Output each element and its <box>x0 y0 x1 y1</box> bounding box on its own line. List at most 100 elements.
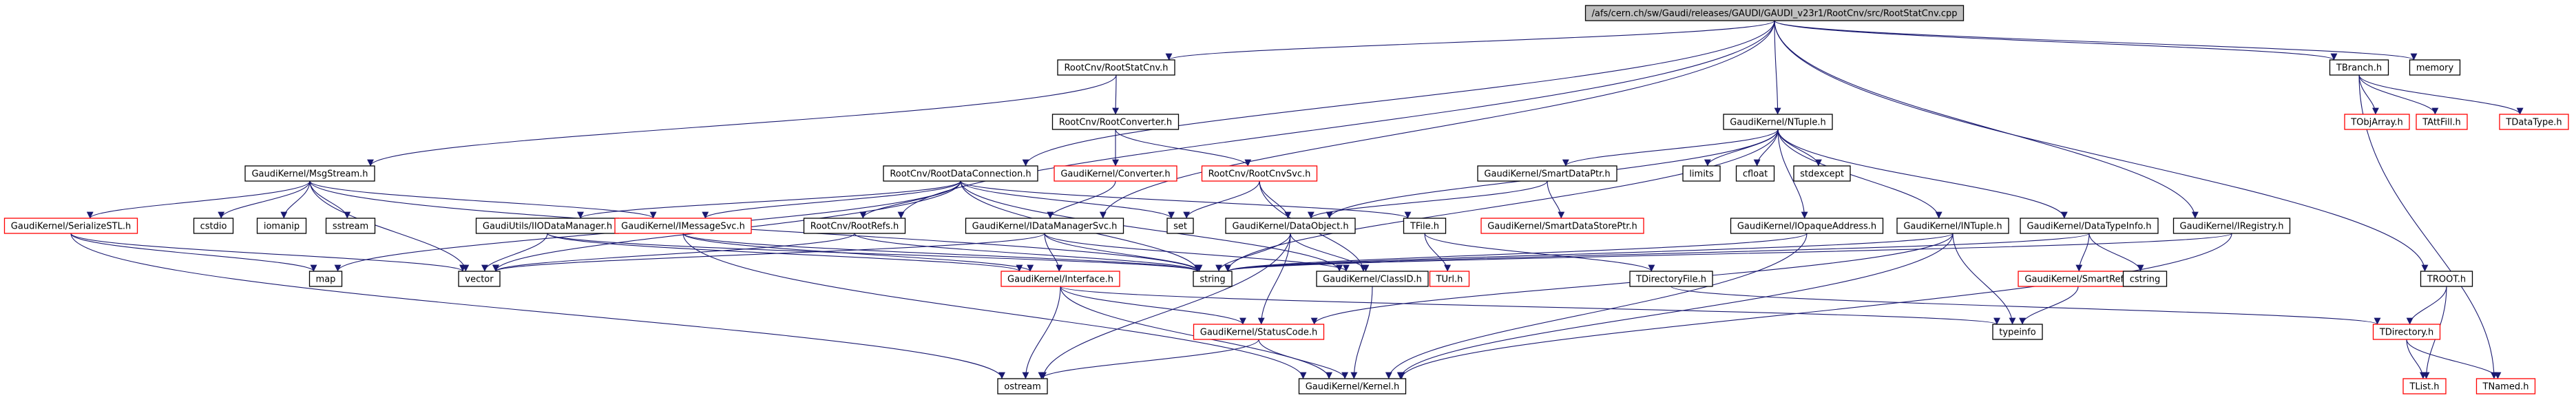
edge-smartdataptr-to-dataobject <box>1308 180 1548 219</box>
edge-smartref-to-typeinfo <box>2019 286 2079 325</box>
node-box <box>1730 218 1884 234</box>
edge-interface-to-typeinfo <box>1060 286 2000 325</box>
node-box <box>308 271 343 287</box>
edge-serializestl-to-vector <box>70 233 466 272</box>
graph-node-smartdatastoreptr: GaudiKernel/SmartDataStorePtr.h <box>1480 218 1644 234</box>
graph-node-iiodatamgr[interactable]: GaudiUtils/IIODataManager.h <box>475 218 620 234</box>
node-label: GaudiUtils/IIODataManager.h <box>483 222 612 232</box>
graph-node-tfile[interactable]: TFile.h <box>1403 218 1447 234</box>
edge-tdirfile-to-tdirectory <box>1671 286 2380 325</box>
graph-node-ntuple[interactable]: GaudiKernel/NTuple.h <box>1723 114 1833 130</box>
graph-node-troot[interactable]: TROOT.h <box>2420 271 2473 287</box>
edge-intuple-to-typeinfo <box>1952 233 2016 325</box>
node-box <box>1477 165 1617 182</box>
graph-node-rootstatcnv-h[interactable]: RootCnv/RootStatCnv.h <box>1057 59 1175 76</box>
graph-node-iregistry[interactable]: GaudiKernel/IRegistry.h <box>2172 218 2291 234</box>
node-label: GaudiKernel/DataObject.h <box>1232 222 1348 232</box>
edge-msgstream-to-imessagesvc <box>309 180 657 219</box>
graph-node-ostream[interactable]: ostream <box>997 378 1048 394</box>
node-box <box>1054 165 1177 182</box>
node-box <box>1793 165 1851 182</box>
node-label: TObjArray.h <box>2350 118 2403 128</box>
node-box <box>1316 271 1429 287</box>
node-label: cstring <box>2130 275 2160 285</box>
edge-root-to-idatamgrsvc <box>1099 20 1775 219</box>
graph-node-set[interactable]: set <box>1166 218 1194 234</box>
edge-tfile-to-tdirfile <box>1424 233 1655 272</box>
graph-node-intuple[interactable]: GaudiKernel/INTuple.h <box>1896 218 2009 234</box>
graph-node-string[interactable]: string <box>1193 271 1233 287</box>
edge-root-to-troot <box>1774 20 2429 272</box>
graph-node-typeinfo[interactable]: typeinfo <box>1992 324 2043 340</box>
node-box <box>193 218 234 234</box>
graph-node-tbranch[interactable]: TBranch.h <box>2329 59 2389 76</box>
graph-node-cstring[interactable]: cstring <box>2122 271 2168 287</box>
node-box <box>2122 271 2168 287</box>
graph-node-interface: GaudiKernel/Interface.h <box>1001 271 1120 287</box>
graph-node-datatypeinfo[interactable]: GaudiKernel/DataTypeInfo.h <box>2020 218 2159 234</box>
node-label: RootCnv/RootConverter.h <box>1059 118 1172 128</box>
graph-node-sstream[interactable]: sstream <box>325 218 376 234</box>
node-box <box>1201 165 1318 182</box>
graph-node-cstdio[interactable]: cstdio <box>193 218 234 234</box>
node-box <box>1403 218 1447 234</box>
graph-node-classid[interactable]: GaudiKernel/ClassID.h <box>1316 271 1429 287</box>
node-box <box>2344 114 2410 130</box>
graph-node-dataobject[interactable]: GaudiKernel/DataObject.h <box>1225 218 1356 234</box>
node-label: limits <box>1689 169 1714 180</box>
node-label: typeinfo <box>1999 328 2035 338</box>
edge-classid-to-kernel <box>1350 286 1373 379</box>
graph-node-memory[interactable]: memory <box>2409 59 2461 76</box>
node-label: cfloat <box>1743 169 1768 180</box>
edge-troot-to-tdirectory <box>2406 286 2447 325</box>
edge-serializestl-to-map <box>70 233 317 272</box>
graph-node-serializestl: GaudiKernel/SerializeSTL.h <box>3 218 138 234</box>
graph-node-root[interactable]: /afs/cern.ch/sw/Gaudi/releases/GAUDI/GAU… <box>1584 5 1965 21</box>
graph-node-iopaqueaddr[interactable]: GaudiKernel/IOpaqueAddress.h <box>1730 218 1884 234</box>
graph-node-rootrefs[interactable]: RootCnv/RootRefs.h <box>803 218 906 234</box>
node-label: ostream <box>1004 382 1041 392</box>
node-box <box>1166 218 1194 234</box>
edge-idatamgrsvc-to-classid <box>1044 233 1350 272</box>
graph-node-msgstream[interactable]: GaudiKernel/MsgStream.h <box>244 165 375 182</box>
edge-rootconverter-to-rootcnvsvc <box>1115 129 1252 167</box>
graph-node-smartdataptr[interactable]: GaudiKernel/SmartDataPtr.h <box>1477 165 1617 182</box>
graph-node-cfloat[interactable]: cfloat <box>1735 165 1775 182</box>
edge-root-to-rootdataconn <box>1022 20 1775 167</box>
edge-msgstream-to-vector <box>309 180 470 272</box>
node-label: RootCnv/RootRefs.h <box>810 222 899 232</box>
node-box <box>2409 59 2461 76</box>
edge-rootdataconn-to-iiodatamgr <box>577 180 961 219</box>
node-box <box>1051 114 1180 130</box>
node-label: GaudiKernel/SerializeSTL.h <box>11 222 131 232</box>
edge-iopaqueaddr-to-kernel <box>1385 233 1808 379</box>
node-label: sstream <box>333 222 368 232</box>
node-label: TFile.h <box>1410 222 1439 232</box>
graph-node-rootconverter[interactable]: RootCnv/RootConverter.h <box>1051 114 1180 130</box>
graph-node-vector[interactable]: vector <box>458 271 501 287</box>
edge-interface-to-ostream <box>1022 286 1061 379</box>
edge-interface-to-statuscode <box>1060 286 1246 325</box>
edge-msgstream-to-serializestl <box>86 180 311 219</box>
edge-tdirectory-to-tnamed <box>2406 339 2502 379</box>
edge-dataobject-to-string <box>1215 233 1291 272</box>
graph-node-limits[interactable]: limits <box>1682 165 1721 182</box>
node-box <box>2475 378 2536 394</box>
node-box <box>965 218 1124 234</box>
edge-dataobject-to-classid <box>1290 233 1370 272</box>
graph-node-idatamgrsvc[interactable]: GaudiKernel/IDataManagerSvc.h <box>965 218 1124 234</box>
graph-node-kernel[interactable]: GaudiKernel/Kernel.h <box>1298 378 1407 394</box>
graph-node-smartref: GaudiKernel/SmartRef.h <box>2018 271 2139 287</box>
node-label: set <box>1173 222 1187 232</box>
node-box <box>2329 59 2389 76</box>
node-label: string <box>1200 275 1225 285</box>
graph-node-rootdataconn[interactable]: RootCnv/RootDataConnection.h <box>883 165 1038 182</box>
node-box <box>3 218 138 234</box>
graph-node-tdirfile[interactable]: TDirectoryFile.h <box>1629 271 1713 287</box>
graph-node-stdexcept[interactable]: stdexcept <box>1793 165 1851 182</box>
node-box <box>256 218 307 234</box>
node-label: /afs/cern.ch/sw/Gaudi/releases/GAUDI/GAU… <box>1592 9 1958 19</box>
graph-node-iomanip[interactable]: iomanip <box>256 218 307 234</box>
edge-ntuple-to-datatypeinfo <box>1777 129 2068 219</box>
graph-node-map[interactable]: map <box>308 271 343 287</box>
